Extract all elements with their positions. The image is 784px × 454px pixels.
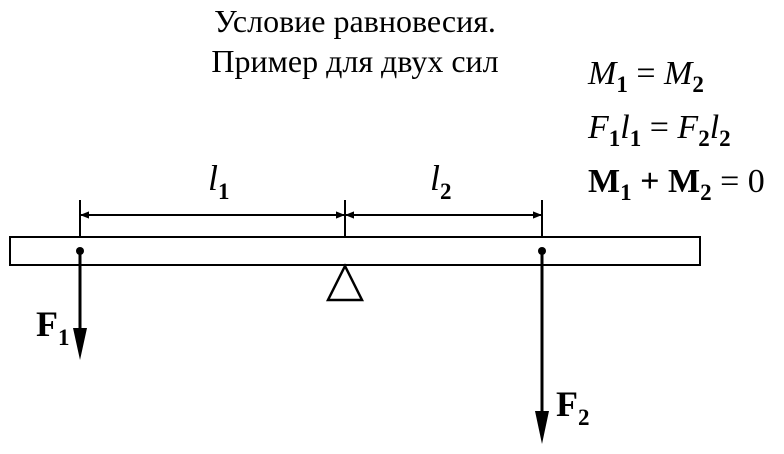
formula-moments-equal: M1 = M2 — [587, 55, 704, 97]
arm-1-letter: l — [208, 158, 218, 198]
formula-equals: = — [641, 109, 677, 146]
fulcrum-triangle — [325, 263, 365, 302]
force-2-label: F2 — [556, 384, 590, 430]
formula-m1-subscript: 1 — [616, 72, 628, 97]
arm-2-subscript: 2 — [440, 179, 452, 204]
formula-l1-subscript: 1 — [630, 126, 642, 151]
formula-vec-m2-subscript: 2 — [700, 180, 712, 205]
formula-l1: l — [620, 109, 629, 146]
formula-l2-subscript: 2 — [719, 126, 731, 151]
title-line-2: Пример для двух сил — [211, 43, 498, 79]
force-1-subscript: 1 — [58, 325, 70, 350]
force-1-letter: F — [36, 304, 58, 344]
arm-2-letter: l — [430, 158, 440, 198]
title-line-1: Условие равновесия. — [214, 3, 496, 39]
force-1-arrow-head — [73, 328, 87, 360]
formula-vec-m1-subscript: 1 — [620, 180, 632, 205]
formula-f2-subscript: 2 — [698, 126, 710, 151]
force-2-letter: F — [556, 384, 578, 424]
formula-force-arm: F1l1 = F2l2 — [587, 109, 731, 151]
formula-m2: M — [663, 55, 694, 92]
formula-m2-subscript: 2 — [692, 72, 704, 97]
force-1-label: F1 — [36, 304, 70, 350]
arm-2-label: l2 — [430, 158, 452, 204]
formula-f1: F — [587, 109, 610, 146]
formula-equals-zero: = 0 — [712, 163, 765, 200]
formula-vec-m2: M — [668, 163, 700, 200]
formula-vector-sum: M1 + M2 = 0 — [588, 163, 765, 205]
formula-equals: = — [628, 55, 664, 92]
force-2-subscript: 2 — [578, 405, 590, 430]
arm-1-label: l1 — [208, 158, 230, 204]
formula-plus: + — [632, 163, 668, 200]
formula-f2: F — [676, 109, 699, 146]
force-2-arrow-head — [535, 411, 549, 444]
formula-m1: M — [587, 55, 618, 92]
lever-bar — [9, 236, 701, 266]
formula-f1-subscript: 1 — [609, 126, 621, 151]
formula-l2: l — [710, 109, 719, 146]
formula-vec-m1: M — [588, 163, 620, 200]
arm-1-subscript: 1 — [218, 179, 230, 204]
